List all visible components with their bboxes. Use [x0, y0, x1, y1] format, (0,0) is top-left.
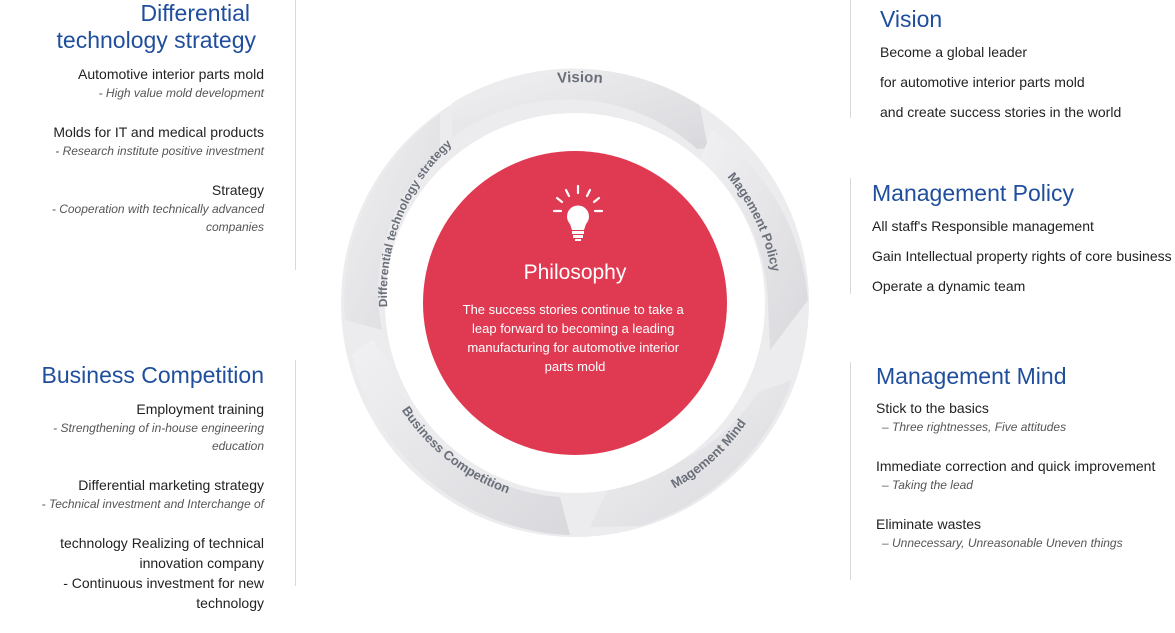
item-sub: - Research institute positive investment [55, 144, 264, 158]
policy-line: Gain Intellectual property rights of cor… [872, 248, 1172, 264]
management-mind-title: Management Mind [876, 363, 1067, 389]
business-competition-panel: Business Competition Employment training… [0, 362, 264, 633]
item-main: innovation company [139, 555, 264, 571]
item-sub: - Cooperation with technically advanced … [51, 202, 264, 234]
philosophy-cycle-diagram: Vision Magement Policy Magement Mind Bus… [341, 68, 809, 537]
vision-line: and create success stories in the world [880, 104, 1122, 120]
management-policy-panel: Management Policy All staff's Responsibl… [872, 180, 1175, 301]
divider-right-top [850, 0, 851, 118]
list-item: Immediate correction and quick improveme… [876, 456, 1171, 494]
item-sub: – Taking the lead [882, 478, 973, 492]
divider-left-bottom [295, 360, 296, 586]
vision-title: Vision [880, 6, 943, 32]
ring-segment-policy [700, 130, 808, 350]
vision-panel: Vision Become a global leader for automo… [880, 6, 1170, 127]
philosophy-title: Philosophy [524, 261, 627, 284]
item-main: Strategy [211, 182, 264, 198]
differential-strategy-panel: Differential technology strategy Automot… [0, 0, 264, 256]
philosophy-line: parts mold [545, 359, 606, 374]
vision-line: for automotive interior parts mold [880, 74, 1085, 90]
item-main: Stick to the basics [876, 400, 989, 416]
ring-segment-mind [590, 380, 792, 527]
item-main: Automotive interior parts mold [78, 66, 264, 82]
philosophy-line: The success stories continue to take a [463, 302, 685, 317]
policy-line: Operate a dynamic team [872, 278, 1026, 294]
philosophy-text: The success stories continue to take a l… [463, 302, 688, 374]
philosophy-line: leap forward to becoming a leading [472, 321, 674, 336]
lightbulb-icon [552, 184, 604, 241]
item-main: Eliminate wastes [876, 516, 982, 532]
divider-left-top [295, 0, 296, 270]
divider-right-bottom [850, 362, 851, 580]
item-main: Molds for IT and medical products [53, 124, 264, 140]
item-main: technology Realizing of technical [60, 535, 264, 551]
management-mind-panel: Management Mind Stick to the basics – Th… [876, 363, 1171, 572]
list-item: Strategy - Cooperation with technically … [0, 180, 264, 236]
item-sub: - Technical investment and Interchange o… [41, 497, 264, 511]
management-policy-title: Management Policy [872, 180, 1074, 206]
item-sub: – Three rightnesses, Five attitudes [882, 420, 1067, 434]
divider-right-mid [850, 178, 851, 294]
ring-segment-vision [452, 68, 708, 149]
item-main: Immediate correction and quick improveme… [876, 458, 1156, 474]
item-sub: – Unnecessary, Unreasonable Uneven thing… [882, 536, 1123, 550]
list-item: Differential marketing strategy - Techni… [0, 475, 264, 513]
philosophy-line: manufacturing for automotive interior [467, 340, 679, 355]
item-sub: - Strengthening of in-house engineering … [53, 421, 264, 453]
item-sub: - High value mold development [98, 86, 264, 100]
item-main: Employment training [136, 401, 264, 417]
philosophy-circle [423, 151, 727, 455]
differential-strategy-title: Differential technology strategy [0, 0, 256, 54]
title-line: Differential [140, 0, 250, 26]
list-item: Automotive interior parts mold - High va… [0, 64, 264, 102]
list-item: Employment training - Strengthening of i… [0, 399, 264, 455]
ring-label-vision: Vision [557, 69, 604, 87]
business-competition-title: Business Competition [41, 362, 264, 388]
item-main: Differential marketing strategy [78, 477, 264, 493]
title-line: technology strategy [56, 27, 256, 53]
list-item: Eliminate wastes – Unnecessary, Unreason… [876, 514, 1171, 552]
vision-line: Become a global leader [880, 44, 1028, 60]
ring-segment-strategy [344, 114, 440, 330]
list-item: Stick to the basics – Three rightnesses,… [876, 398, 1171, 436]
policy-line: All staff's Responsible management [872, 218, 1094, 234]
ring-segment-competition [352, 340, 570, 535]
list-item: Molds for IT and medical products - Rese… [0, 122, 264, 160]
